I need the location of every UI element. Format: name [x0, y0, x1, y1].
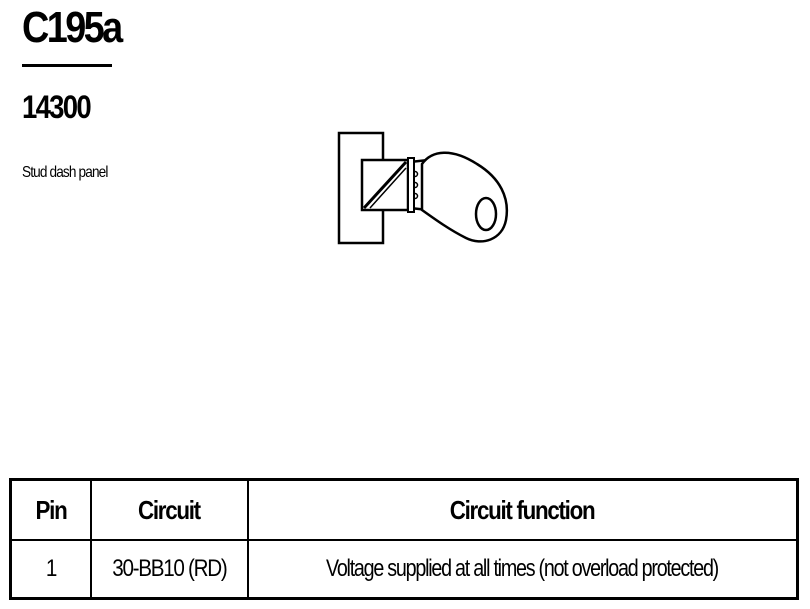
ring-terminal: [420, 151, 509, 243]
table-header-row: Pin Circuit Circuit function: [9, 478, 799, 541]
part-number: 14300: [22, 89, 92, 125]
column-header-pin: Pin: [9, 478, 92, 541]
pin-table: Pin Circuit Circuit function 1 30-BB10 (…: [9, 478, 799, 600]
title-underline: [22, 64, 112, 67]
circuit-cell: 30-BB10 (RD): [89, 539, 249, 600]
pin-cell: 1: [9, 539, 92, 600]
connector-location: Stud dash panel: [22, 164, 108, 181]
column-header-circuit-function: Circuit function: [246, 478, 799, 541]
column-header-circuit: Circuit: [89, 478, 249, 541]
connector-id: C195a: [22, 3, 123, 52]
circuit-function-cell: Voltage supplied at all times (not overl…: [246, 539, 799, 600]
stud-terminal-illustration: [337, 131, 509, 245]
ring-hole: [474, 196, 498, 232]
table-row: 1 30-BB10 (RD) Voltage supplied at all t…: [9, 539, 799, 600]
